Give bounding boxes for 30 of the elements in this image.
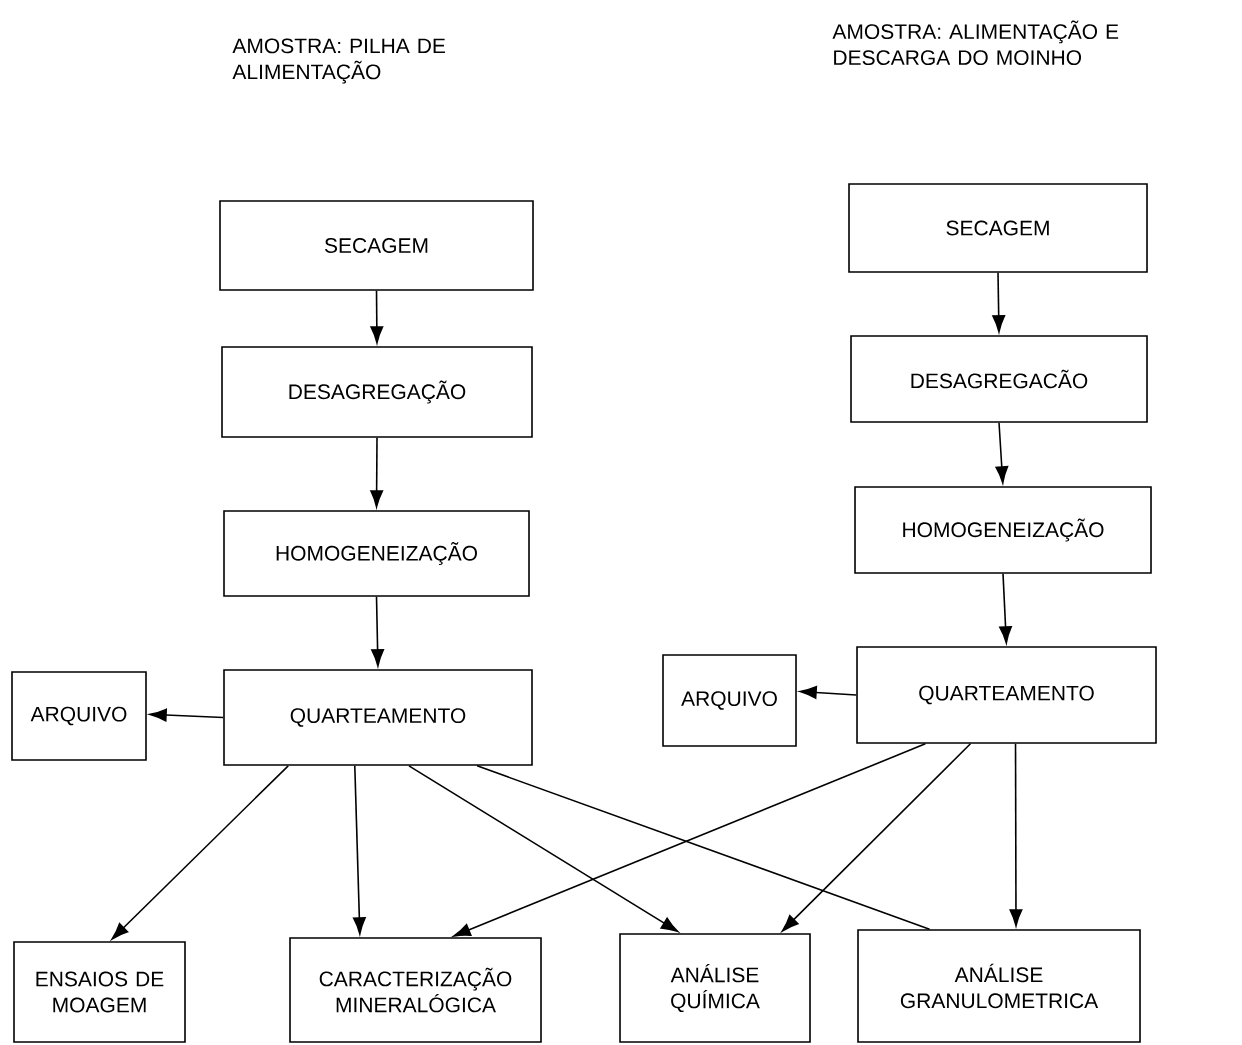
arrow <box>111 765 290 940</box>
process-box: DESAGREGAÇÃO <box>221 346 533 438</box>
arrow <box>149 708 224 722</box>
arrow <box>999 573 1013 644</box>
arrow <box>370 437 384 508</box>
process-box: ARQUIVO <box>11 671 147 761</box>
arrow <box>992 272 1006 333</box>
arrow <box>371 596 385 667</box>
process-box: QUARTEAMENTO <box>856 646 1157 744</box>
process-box: SECAGEM <box>219 200 534 291</box>
arrow <box>352 765 366 935</box>
sample-heading: AMOSTRA: PILHA DE ALIMENTAÇÃO <box>232 38 445 84</box>
process-box: ANÁLISE QUÍMICA <box>619 933 811 1043</box>
process-box: DESAGREGACÃO <box>850 335 1148 423</box>
sample-heading: AMOSTRA: ALIMENTAÇÃO E DESCARGA DO MOINHO <box>832 20 1119 66</box>
process-box: ARQUIVO <box>662 654 797 747</box>
arrow <box>370 290 384 344</box>
process-box: HOMOGENEIZAÇÃO <box>223 510 530 597</box>
arrow <box>408 765 679 933</box>
process-box: ANÁLISE GRANULOMETRICA <box>857 929 1141 1043</box>
process-box: HOMOGENEIZAÇÃO <box>854 486 1152 574</box>
process-box: ENSAIOS DE MOAGEM <box>13 941 186 1043</box>
arrow <box>781 743 972 932</box>
arrow <box>799 686 857 699</box>
arrow <box>453 743 927 937</box>
process-box: SECAGEM <box>848 183 1148 273</box>
process-box: QUARTEAMENTO <box>223 669 533 766</box>
process-box: CARACTERIZAÇÃO MINERALÓGICA <box>289 937 542 1043</box>
arrow <box>1009 743 1023 927</box>
arrow <box>995 422 1009 484</box>
